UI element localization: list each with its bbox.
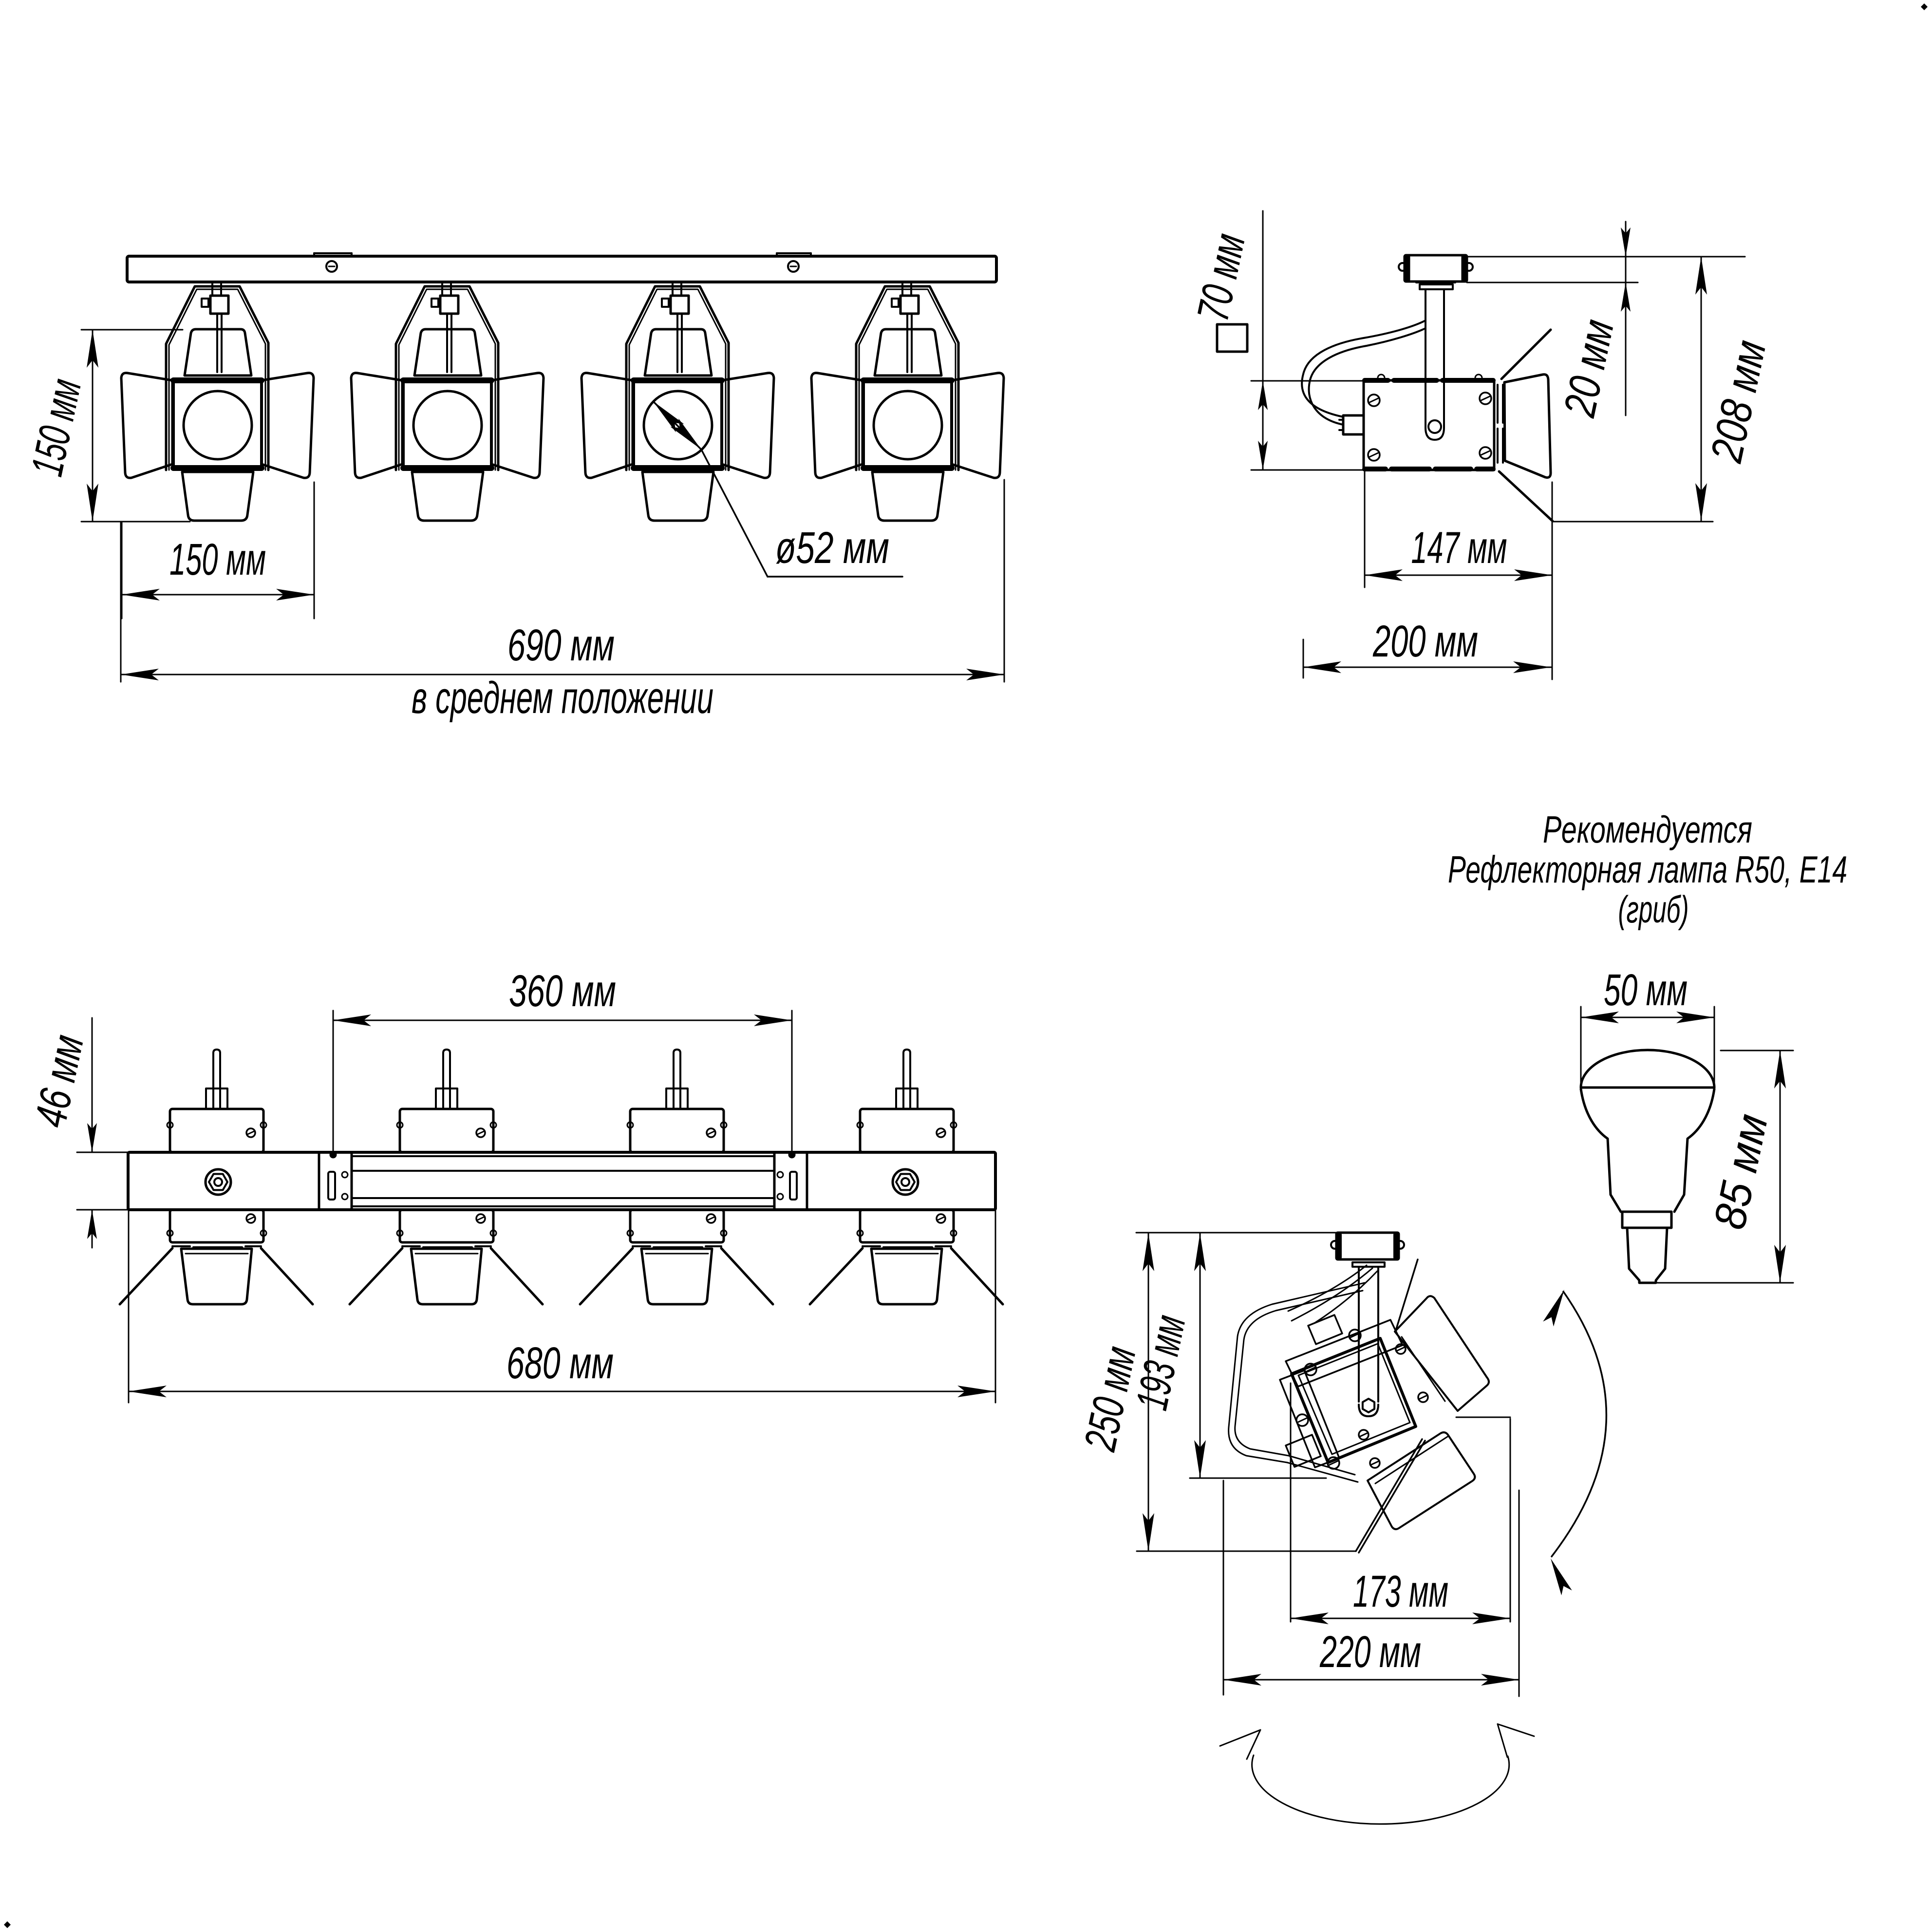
svg-text:ø52 мм: ø52 мм bbox=[775, 523, 889, 573]
svg-text:360 мм: 360 мм bbox=[509, 966, 616, 1016]
svg-text:Рефлекторная лампа R50, E14: Рефлекторная лампа R50, E14 bbox=[1448, 848, 1847, 891]
svg-text:220 мм: 220 мм bbox=[1319, 1627, 1421, 1677]
svg-text:150 мм: 150 мм bbox=[169, 535, 266, 584]
svg-text:(гриб): (гриб) bbox=[1618, 888, 1689, 931]
svg-text:50 мм: 50 мм bbox=[1604, 965, 1688, 1015]
svg-text:173 мм: 173 мм bbox=[1353, 1567, 1448, 1616]
svg-text:690 мм: 690 мм bbox=[507, 620, 615, 670]
svg-text:147 мм: 147 мм bbox=[1411, 523, 1507, 573]
svg-text:680 мм: 680 мм bbox=[506, 1338, 614, 1388]
svg-text:в среднем положении: в среднем положении bbox=[412, 673, 713, 723]
svg-text:200 мм: 200 мм bbox=[1372, 617, 1478, 666]
svg-text:Рекомендуется: Рекомендуется bbox=[1543, 808, 1752, 851]
